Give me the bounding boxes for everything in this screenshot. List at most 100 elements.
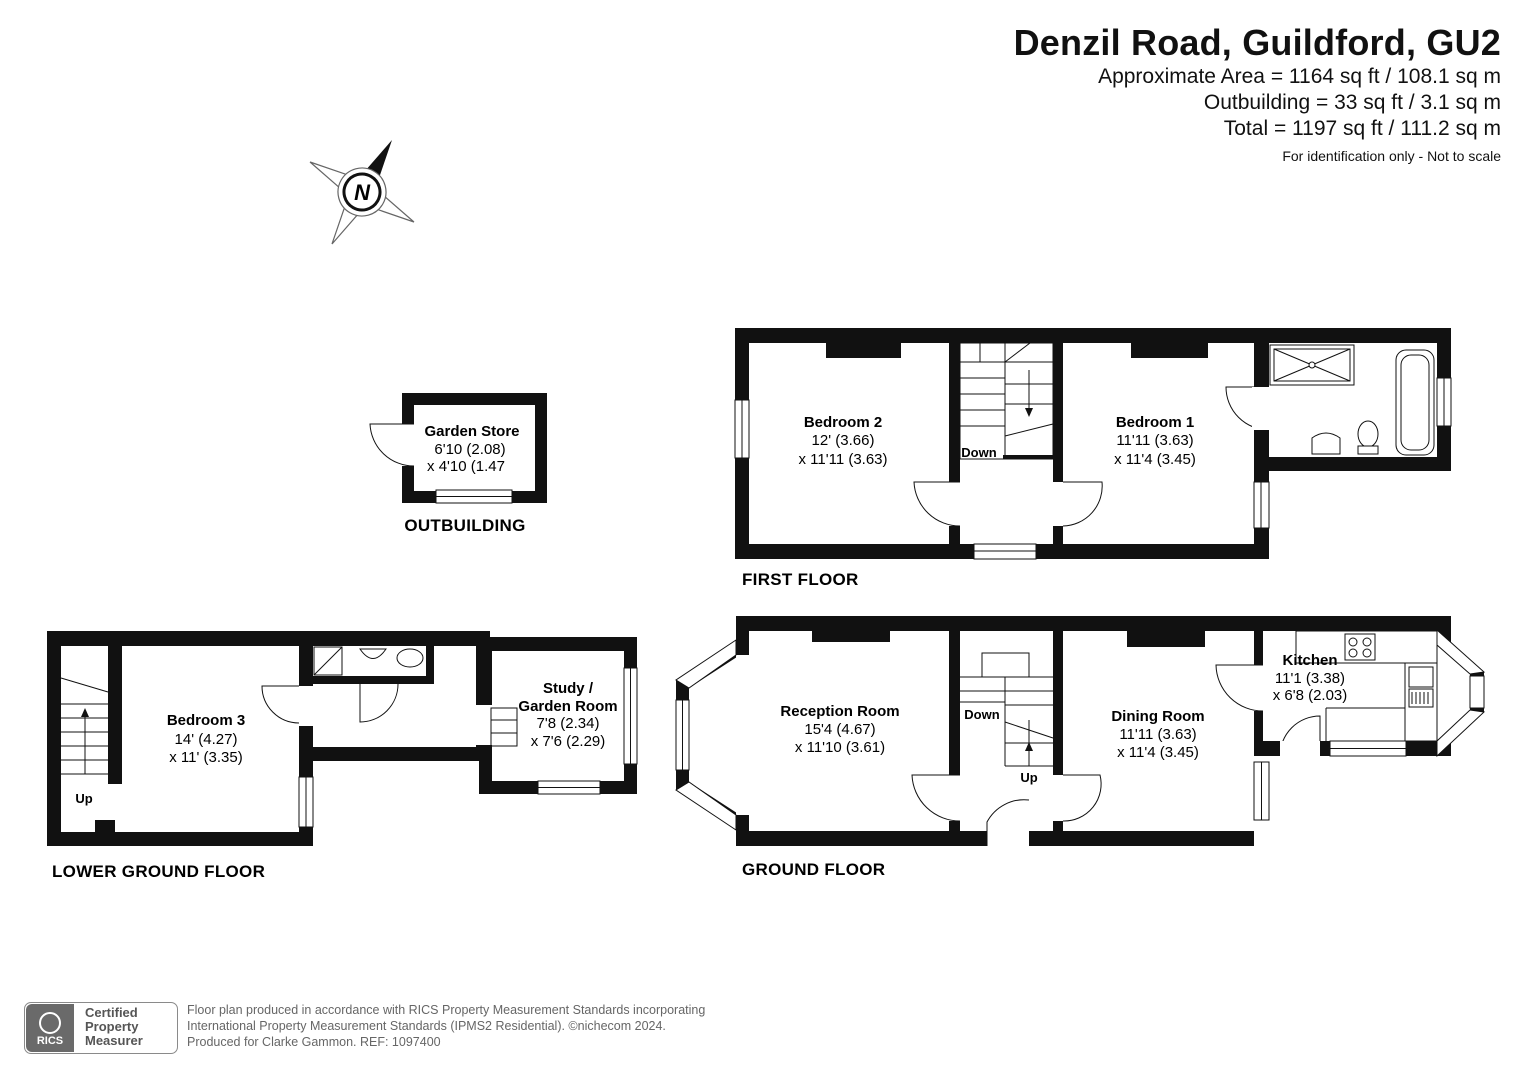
bathtub-inner <box>1400 354 1430 451</box>
garden-store-door-swing-icon <box>369 423 415 467</box>
kitchen-bay-window-bottom <box>1436 709 1486 758</box>
first-floor-plan: Down Bedroom 2 <box>734 328 1452 589</box>
bedroom2-floor <box>749 343 949 544</box>
first-floor-label: FIRST FLOOR <box>742 570 859 589</box>
ground-floor-plan: Down Up <box>675 616 1486 879</box>
front-door-swing-icon <box>986 799 1030 846</box>
hob-ring-icon <box>1348 648 1358 658</box>
hob-ring-icon <box>1348 637 1358 647</box>
kitchen-door-swing-icon <box>1215 664 1264 712</box>
study-step-icon <box>490 707 518 747</box>
footer-line-1: Floor plan produced in accordance with R… <box>187 1003 706 1017</box>
garden-store-dim1: 6'10 (2.08) <box>434 441 505 458</box>
garden-store-name: Garden Store <box>424 423 519 440</box>
outbuilding-area: Outbuilding = 33 sq ft / 3.1 sq m <box>1203 91 1501 114</box>
study-dim2: x 7'6 (2.29) <box>531 733 606 750</box>
kitchen-sink-icon <box>1408 666 1434 688</box>
stair-down-arrow-icon <box>1025 408 1033 417</box>
bedroom3-door-gap <box>296 686 316 726</box>
kitchen-bay-window-front <box>1469 675 1485 709</box>
shower-room-door-swing-icon <box>359 683 399 723</box>
garden-store-dim2: x 4'10 (1.47 <box>427 458 505 475</box>
reception-name: Reception Room <box>780 703 899 720</box>
ground-floor-stairs <box>960 652 1054 767</box>
lower-ground-floor-plan: Up Bedroom 3 14' (4.27) x 11' (3.35) Stu… <box>47 631 638 881</box>
bedroom1-dim1: 11'11 (3.63) <box>1116 432 1193 449</box>
bedroom3-door-swing-icon <box>261 685 300 724</box>
outbuilding-label: OUTBUILDING <box>404 516 525 535</box>
bedroom1-door-gap <box>1052 482 1066 526</box>
shower-room-wall-right <box>426 646 434 684</box>
ground-stairs-down-label: Down <box>964 707 999 722</box>
bathroom-fittings <box>1269 344 1435 456</box>
reception-bay-window-bottom <box>675 781 737 831</box>
ground-stair-up-arrow-icon <box>1025 742 1033 751</box>
bedroom3-name: Bedroom 3 <box>167 712 245 729</box>
compass-rose-icon: N <box>309 140 415 245</box>
reception-bay-opening <box>736 655 752 815</box>
reception-bay-windows <box>675 639 737 831</box>
lower-washbasin-icon <box>359 648 387 659</box>
toilet-cistern <box>1357 445 1379 455</box>
stair-break-line <box>60 677 109 693</box>
front-door-gap <box>987 831 1029 847</box>
badge-line-3: Measurer <box>85 1033 143 1048</box>
reception-bay-window-top <box>675 639 737 689</box>
ground-floor-label: GROUND FLOOR <box>742 860 885 879</box>
lower-ground-stairs <box>60 677 518 775</box>
dining-name: Dining Room <box>1111 708 1204 725</box>
stair-winder <box>1004 342 1031 363</box>
bedroom2-name: Bedroom 2 <box>804 414 882 431</box>
outside-area <box>1254 756 1451 846</box>
bathroom-door-gap <box>1252 387 1270 430</box>
compass-inner-ring <box>342 172 382 212</box>
badge-line-2: Property <box>85 1019 139 1034</box>
bedroom1-floor <box>1063 343 1254 544</box>
footer-disclaimer: Floor plan produced in accordance with R… <box>187 1002 705 1050</box>
study-dim1: 7'8 (2.34) <box>537 715 600 732</box>
page-title: Denzil Road, Guildford, GU2 <box>1013 22 1501 63</box>
stair-up-arrow-icon <box>81 708 89 717</box>
rics-logo: RICS <box>26 1004 74 1052</box>
bedroom3-dim1: 14' (4.27) <box>175 731 238 748</box>
dining-floor <box>1063 631 1254 831</box>
ground-stairs-up-label: Up <box>1020 770 1037 785</box>
badge-line-1: Certified <box>85 1005 138 1020</box>
garden-store-floor <box>414 405 535 491</box>
study-door-gap <box>475 705 495 745</box>
outbuilding-plan: Garden Store 6'10 (2.08) x 4'10 (1.47 OU… <box>369 393 547 535</box>
hob-ring-icon <box>1362 637 1372 647</box>
reception-door-swing-icon <box>911 774 961 822</box>
scale-note: For identification only - Not to scale <box>1282 148 1501 164</box>
bedroom1-chimney <box>1131 343 1208 358</box>
dining-door-swing-icon <box>1062 774 1102 822</box>
bedroom1-door-swing-icon <box>1062 481 1103 527</box>
first-landing-floor <box>960 343 1053 544</box>
kitchen-name: Kitchen <box>1282 652 1337 669</box>
reception-door-gap <box>947 775 963 821</box>
kitchen-bay-floor <box>1437 645 1470 741</box>
footer-line-3: Produced for Clarke Gammon. REF: 1097400 <box>187 1035 441 1049</box>
lower-shower-fittings <box>313 646 424 676</box>
hob-icon <box>1344 633 1376 661</box>
reception-dim1: 15'4 (4.67) <box>804 721 875 738</box>
bedroom2-dim1: 12' (3.66) <box>812 432 875 449</box>
lower-toilet-icon <box>396 648 424 668</box>
bedroom1-dim2: x 11'4 (3.45) <box>1114 451 1196 468</box>
reception-dim2: x 11'10 (3.61) <box>795 739 885 756</box>
total-area: Total = 1197 sq ft / 111.2 sq m <box>1223 117 1501 140</box>
landing-stair-end <box>1003 455 1053 459</box>
dining-door-gap <box>1050 775 1066 821</box>
bedroom2-dim2: x 11'11 (3.63) <box>798 451 887 468</box>
bedroom2-door-gap <box>948 482 962 526</box>
reception-chimney <box>812 631 890 642</box>
stairwell-outline <box>959 342 1054 460</box>
kitchen-dim2: x 6'8 (2.03) <box>1273 687 1348 704</box>
landing-wall-right <box>1053 343 1063 459</box>
bedroom2-door-swing-icon <box>913 481 961 527</box>
kitchen-dim1: 11'1 (3.38) <box>1275 670 1345 687</box>
dining-chimney <box>1127 631 1205 647</box>
kitchen-door-gap <box>1252 665 1266 711</box>
lower-stairs-up-label: Up <box>75 791 92 806</box>
